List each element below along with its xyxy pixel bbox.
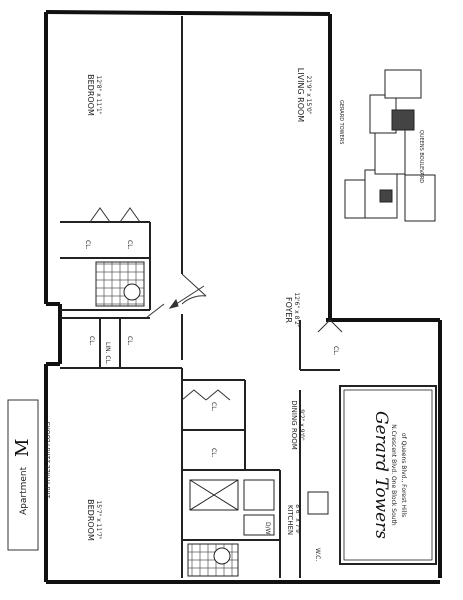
linen-closet-label: LIN. CL. (104, 342, 111, 365)
floors-label: 2nd THREE 22nd FLOORS (45, 422, 52, 499)
key-plan: GERARD TOWERS QUEENS BOULEVARD (338, 69, 436, 222)
room-dims: 12'8" x 11'1" (95, 75, 102, 114)
wc-label: W.C. (314, 548, 321, 561)
room-name: LIVING ROOM (296, 68, 305, 123)
room-dims: 8'6" x 7'9" (294, 504, 301, 536)
room-bedroom-top: BEDROOM 12'8" x 11'1" (86, 74, 102, 116)
closet-label: CL. (88, 336, 95, 346)
room-name: BEDROOM (86, 74, 95, 116)
room-living-room: LIVING ROOM 21'9" x 15'0" (296, 68, 312, 123)
walls (44, 10, 442, 584)
key-plan-caption: QUEENS BOULEVARD (418, 130, 424, 183)
dishwasher-label: D/W (264, 522, 271, 535)
closet-label: CL. (332, 346, 339, 356)
closet-label: CL. (210, 448, 217, 458)
apartment-word: Apartment (19, 466, 29, 515)
room-dims: 21'9" x 15'0" (305, 75, 312, 114)
entry-arrow (168, 285, 205, 309)
closet-label: CL. (126, 240, 133, 250)
building-address-1: N.Crescent Blvd. One Block South (390, 424, 397, 526)
door-swings (89, 207, 343, 401)
key-plan-caption: GERARD TOWERS (338, 100, 344, 144)
closet-label: CL. (210, 402, 217, 412)
room-dims: 12'6" x 8'2" (293, 292, 300, 328)
room-foyer: FOYER 12'6" x 8'2" (284, 292, 300, 328)
room-dims: 9'2" x 9'0" (298, 409, 305, 441)
room-dims: 15'7" x 11'7" (95, 500, 102, 539)
closet-labels: CL. CL. CL. CL. CL. CL. CL. LIN. CL. D/W… (84, 240, 339, 561)
apartment-title-block: Apartment M 2nd THREE 22nd FLOORS (7, 399, 52, 551)
interior-walls (60, 16, 340, 578)
apartment-letter: M (12, 439, 33, 457)
room-name: FOYER (284, 297, 293, 323)
closet-label: CL. (126, 336, 133, 346)
room-name: KITCHEN (286, 505, 294, 535)
room-kitchen: KITCHEN 8'6" x 7'9" (286, 504, 301, 536)
building-name: Gerard Towers (371, 411, 391, 539)
kitchen-fixtures (189, 479, 329, 536)
closet-label: CL. (84, 240, 91, 250)
room-bedroom-bottom: BEDROOM 15'7" x 11'7" (86, 499, 102, 541)
building-info-box: Gerard Towers N.Crescent Blvd. One Block… (339, 385, 437, 565)
room-name: DINING ROOM (290, 400, 298, 450)
building-address-2: of Queens Blvd., Forest Hills (400, 433, 407, 517)
bathroom-bottom (187, 543, 239, 577)
room-name: BEDROOM (86, 499, 95, 541)
bathroom-top (95, 261, 145, 307)
room-dining: DINING ROOM 9'2" x 9'0" (290, 400, 305, 450)
